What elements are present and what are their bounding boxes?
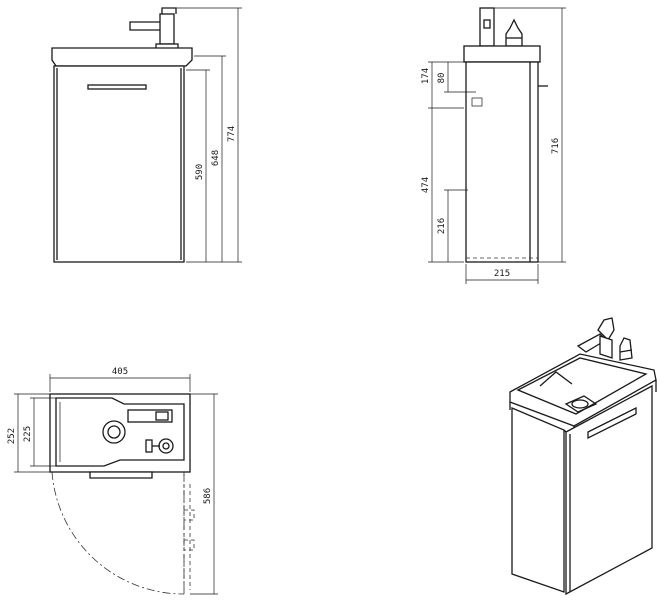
dim-216: 216	[437, 218, 447, 234]
front-view: 590 648 774	[51, 7, 242, 263]
side-view: 174 80 474 216 716 215	[421, 7, 566, 284]
dim-774: 774	[227, 126, 237, 142]
side-dimensions: 174 80 474 216 716 215	[421, 7, 566, 284]
door-swing-arc	[51, 471, 185, 595]
dim-648: 648	[211, 150, 221, 166]
cabinet-side	[465, 61, 539, 263]
drain-inner	[107, 425, 121, 439]
dim-474: 474	[421, 177, 431, 193]
cabinet-iso-side	[511, 407, 565, 593]
hidden-cabinet	[183, 484, 195, 590]
dim-405: 405	[112, 367, 128, 377]
top-handle	[89, 471, 153, 479]
basin-front	[51, 47, 193, 67]
faucet-iso	[576, 317, 633, 361]
top-view: 405 252 225 586	[7, 367, 218, 595]
faucet-side	[479, 7, 523, 47]
basin-side	[463, 45, 541, 63]
dim-174: 174	[421, 68, 431, 84]
dim-225: 225	[23, 426, 33, 442]
dim-590: 590	[195, 164, 205, 180]
iso-handle	[587, 406, 637, 440]
cabinet-front	[53, 65, 185, 263]
front-dimensions: 590 648 774	[176, 7, 242, 263]
dim-215: 215	[494, 269, 510, 279]
door-handle	[87, 84, 147, 90]
dim-252: 252	[7, 428, 17, 444]
dim-716: 716	[551, 138, 561, 154]
drain-outer	[102, 420, 126, 444]
bowl-inner	[55, 397, 185, 467]
dim-80: 80	[437, 73, 447, 84]
iso-view	[509, 317, 657, 596]
dim-586: 586	[203, 488, 213, 504]
top-dimensions: 405 252 225 586	[7, 367, 218, 595]
faucet-front	[129, 7, 179, 51]
